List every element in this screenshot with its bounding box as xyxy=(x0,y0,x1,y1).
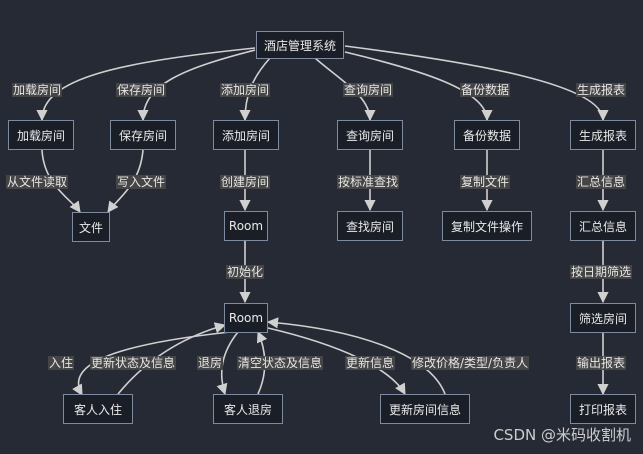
label-root-save: 保存房间 xyxy=(116,83,167,97)
label-room1-room2: 初始化 xyxy=(226,265,265,279)
label-backup-copy: 复制文件 xyxy=(460,175,511,189)
node-query-rooms[interactable]: 查询房间 xyxy=(337,120,403,150)
node-copy-file-op[interactable]: 复制文件操作 xyxy=(442,211,532,241)
edge-update-room2 xyxy=(266,317,446,395)
node-file[interactable]: 文件 xyxy=(72,212,110,242)
label-save-file: 写入文件 xyxy=(116,175,167,189)
label-report-summary: 汇总信息 xyxy=(576,175,627,189)
node-summary-info[interactable]: 汇总信息 xyxy=(570,211,636,241)
node-room-1[interactable]: Room xyxy=(224,211,268,241)
node-save-rooms[interactable]: 保存房间 xyxy=(110,120,176,150)
label-root-report: 生成报表 xyxy=(576,83,627,97)
label-load-file: 从文件读取 xyxy=(6,175,69,189)
node-generate-report[interactable]: 生成报表 xyxy=(570,120,636,150)
edge-room2-checkout xyxy=(216,331,239,396)
node-guest-checkin[interactable]: 客人入住 xyxy=(63,394,133,424)
node-print-report[interactable]: 打印报表 xyxy=(570,394,636,424)
edge-checkin-room2 xyxy=(117,322,227,395)
edge-root-backup xyxy=(344,51,493,122)
edge-root-save xyxy=(137,49,256,122)
label-room2-checkin: 入住 xyxy=(48,356,75,370)
node-backup-data[interactable]: 备份数据 xyxy=(454,120,520,150)
label-root-add: 添加房间 xyxy=(220,83,271,97)
edge-root-report xyxy=(344,45,609,122)
node-guest-checkout[interactable]: 客人退房 xyxy=(213,394,283,424)
csdn-watermark: CSDN @米码收割机 xyxy=(493,426,631,444)
label-root-backup: 备份数据 xyxy=(460,83,511,97)
node-hotel-system[interactable]: 酒店管理系统 xyxy=(256,31,344,59)
node-update-room-info[interactable]: 更新房间信息 xyxy=(380,394,470,424)
node-filter-rooms[interactable]: 筛选房间 xyxy=(570,303,636,333)
node-add-room[interactable]: 添加房间 xyxy=(213,120,279,150)
label-checkout-room2: 清空状态及信息 xyxy=(237,356,324,370)
node-room-2[interactable]: Room xyxy=(224,303,268,333)
label-add-room1: 创建房间 xyxy=(220,175,271,189)
label-room2-checkout: 退房 xyxy=(197,356,224,370)
label-summary-filter: 按日期筛选 xyxy=(570,265,633,279)
edge-root-load xyxy=(36,47,256,122)
label-update-room2: 修改价格/类型/负责人 xyxy=(411,356,530,370)
label-root-load: 加载房间 xyxy=(12,83,63,97)
node-find-room[interactable]: 查找房间 xyxy=(337,211,403,241)
label-room2-update: 更新信息 xyxy=(345,356,396,370)
label-root-query: 查询房间 xyxy=(343,83,394,97)
node-load-rooms[interactable]: 加载房间 xyxy=(8,120,74,150)
label-checkin-room2: 更新状态及信息 xyxy=(90,356,177,370)
label-query-find: 按标准查找 xyxy=(337,175,400,189)
label-filter-print: 输出报表 xyxy=(576,356,627,370)
